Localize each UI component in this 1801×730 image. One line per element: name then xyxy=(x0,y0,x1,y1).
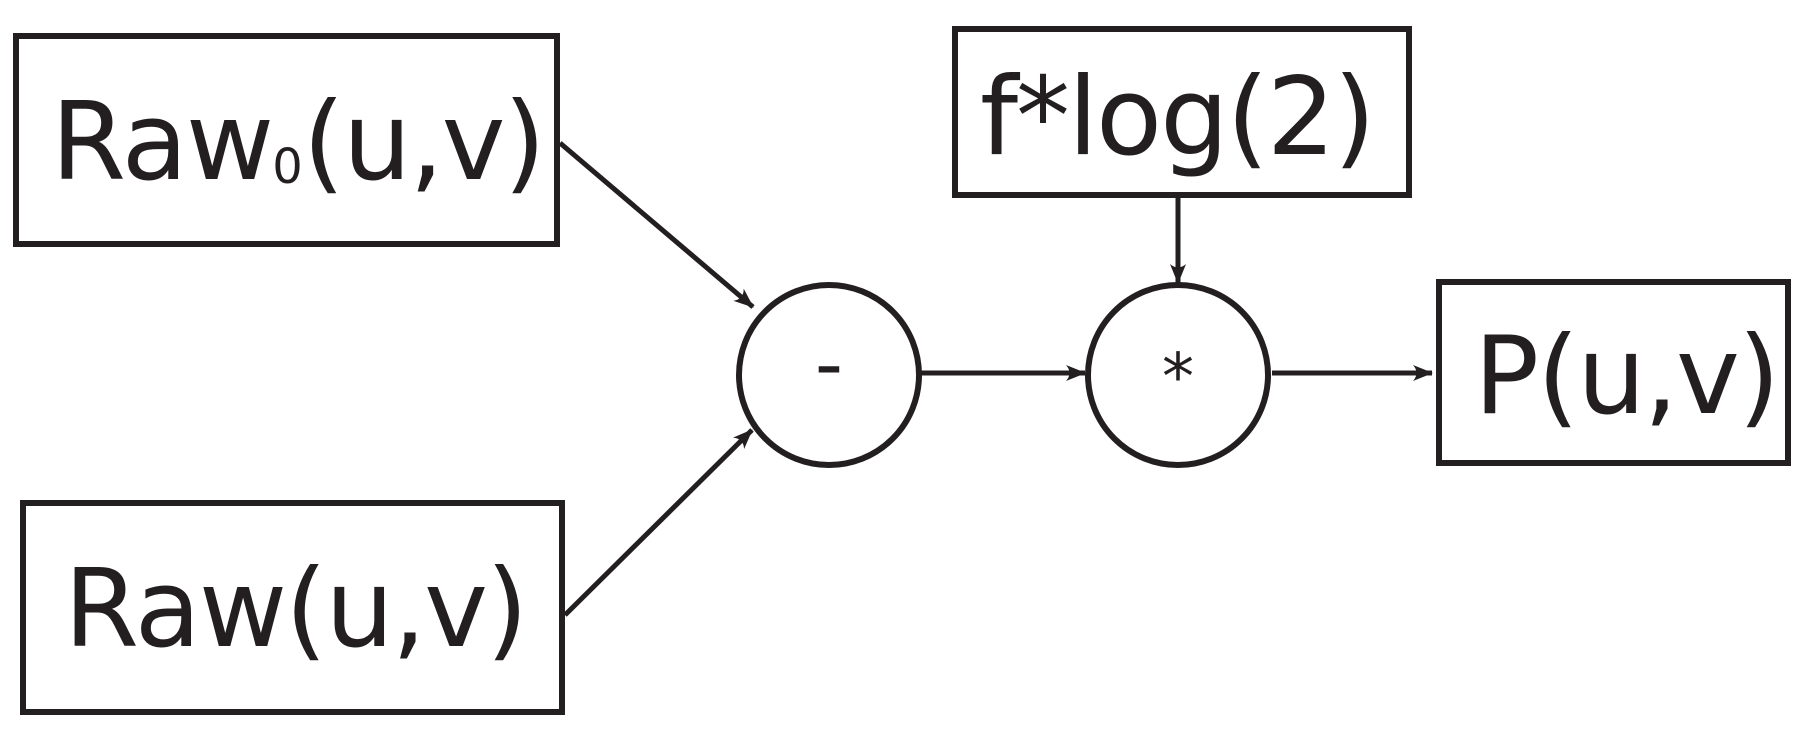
raw0-subscript: 0 xyxy=(272,138,303,195)
output-label: P(u,v) xyxy=(1474,314,1780,439)
edge-raw-to-subtract xyxy=(563,428,754,617)
raw-input-label: Raw(u,v) xyxy=(64,547,528,672)
raw-input-box: Raw(u,v) xyxy=(20,500,565,715)
raw0-base: Raw xyxy=(51,80,274,205)
raw0-input-box: Raw0(u,v) xyxy=(13,33,560,247)
edge-raw0-to-subtract xyxy=(558,141,755,309)
multiply-operator-node: * xyxy=(1085,282,1271,468)
raw0-args: (u,v) xyxy=(302,80,546,205)
factor-box: f*log(2) xyxy=(952,26,1412,198)
raw0-input-label: Raw0(u,v) xyxy=(51,89,546,197)
multiply-operator-symbol: * xyxy=(1162,341,1194,415)
subtract-operator-node: - xyxy=(736,282,922,468)
subtract-operator-symbol: - xyxy=(814,320,844,410)
factor-label: f*log(2) xyxy=(980,55,1376,180)
output-box: P(u,v) xyxy=(1436,279,1791,466)
